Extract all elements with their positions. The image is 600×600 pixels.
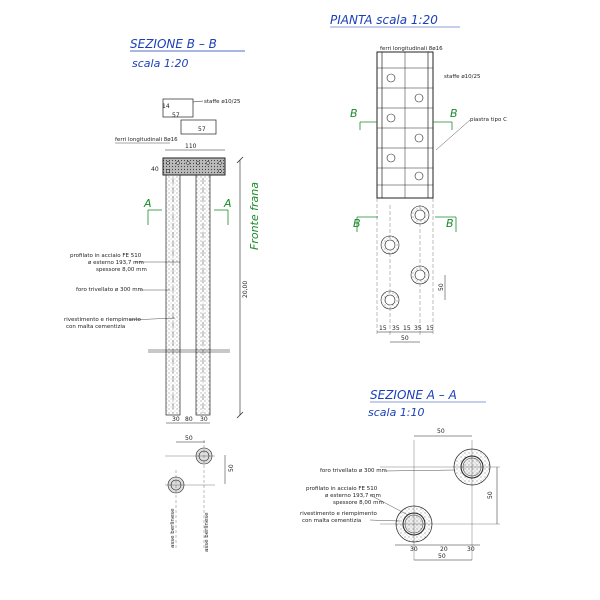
section-mark-b-bottom-right: B [435,216,457,232]
aa-dim-top: 50 [437,428,445,435]
aa-bd-2: 20 [440,546,448,553]
section-bb-title: SEZIONE B – B [130,37,217,51]
profile-label-1-bb: profilato in acciaio FE 510 [70,253,142,259]
section-aa-scale: scala 1:10 [368,406,425,419]
plan-title: PIANTA scala 1:20 [330,13,438,27]
aa-dim-right: 50 [487,491,494,499]
plan-b-br: B [446,217,454,230]
section-mark-b-top-right: B [433,107,458,130]
plan-b-bl: B [353,217,361,230]
section-mark-a-left: A [143,197,162,225]
front-label: Fronte frana [248,182,261,250]
stirrup-label: staffe ø10/25 [204,99,241,105]
plan-bd-5: 15 [426,325,434,332]
plan-stirrup-label: staffe ø10/25 [444,74,481,80]
section-mark-a-left-label: A [143,197,152,210]
capping-beam [162,157,226,176]
aa-lining-1: rivestimento e riempimento [300,511,378,517]
aa-bd-1: 30 [410,546,418,553]
aa-profile-1: profilato in acciaio FE 510 [306,486,378,492]
plan-dim-v: 50 [438,283,445,291]
plan-bd-2: 35 [392,325,400,332]
svg-text:57: 57 [172,112,180,119]
aa-bd-3: 30 [467,546,475,553]
lining-label-1-bb: rivestimento e riempimento [64,317,142,323]
small-plan-dim-h: 50 [185,435,193,442]
section-mark-a-right-label: A [223,197,232,210]
pile-plan-small: 50 50 asse berlinese asse berlinese [165,435,235,552]
bore-label-bb: foro trivellato ø 300 mm [76,287,143,293]
plan-bd-1: 15 [379,325,387,332]
axis-label-2: asse berlinese [204,512,210,552]
section-mark-b-bottom-left: B [353,216,378,232]
bottom-dim-2: 80 [185,416,193,423]
beam-width-dim: 110 [185,143,197,150]
plan-tie-label: piastra tipo C [470,117,507,123]
section-aa-title: SEZIONE A – A [370,388,457,402]
section-bb: SEZIONE B – B scala 1:20 14 57 57 staffe… [64,37,261,424]
aa-bore-label: foro trivellato ø 300 mm [320,468,387,474]
profile-label-2-bb: ø esterno 193,7 mm [88,260,144,266]
aa-profile-2: ø esterno 193,7 mm [325,493,381,499]
plan-b-tl: B [350,107,358,120]
section-mark-a-right: A [214,197,232,225]
lining-label-2-bb: con malta cementizia [66,324,125,330]
beam-height-dim: 40 [151,166,159,173]
bottom-dim-3: 30 [200,416,208,423]
section-aa: SEZIONE A – A scala 1:10 50 50 foro triv… [300,388,500,561]
plan-b-tr: B [450,107,458,120]
rebar-label-bb: ferri longitudinali 8ø16 [115,137,178,143]
aa-dim-bottom: 50 [438,553,446,560]
svg-text:14: 14 [162,103,170,110]
plan-dim-h: 50 [401,335,409,342]
bottom-dim-1: 30 [172,416,180,423]
length-dim: 20,00 [242,281,249,298]
plan-view: PIANTA scala 1:20 ferri longitudinali 8ø… [330,13,507,343]
plan-bd-4: 35 [414,325,422,332]
aa-profile-3: spessore 8,00 mm [333,500,384,506]
section-mark-b-top-left: B [350,107,377,130]
axis-label-1: asse berlinese [170,508,176,548]
small-plan-dim-v: 50 [228,464,235,472]
plan-rebar-label: ferri longitudinali 8ø16 [380,46,443,52]
plan-bd-3: 15 [403,325,411,332]
svg-text:57: 57 [198,126,206,133]
aa-lining-2: con malta cementizia [302,518,361,524]
section-bb-scale: scala 1:20 [132,57,189,70]
stirrup-detail: 14 57 57 staffe ø10/25 [162,98,241,135]
profile-label-3-bb: spessore 8,00 mm [96,267,147,273]
